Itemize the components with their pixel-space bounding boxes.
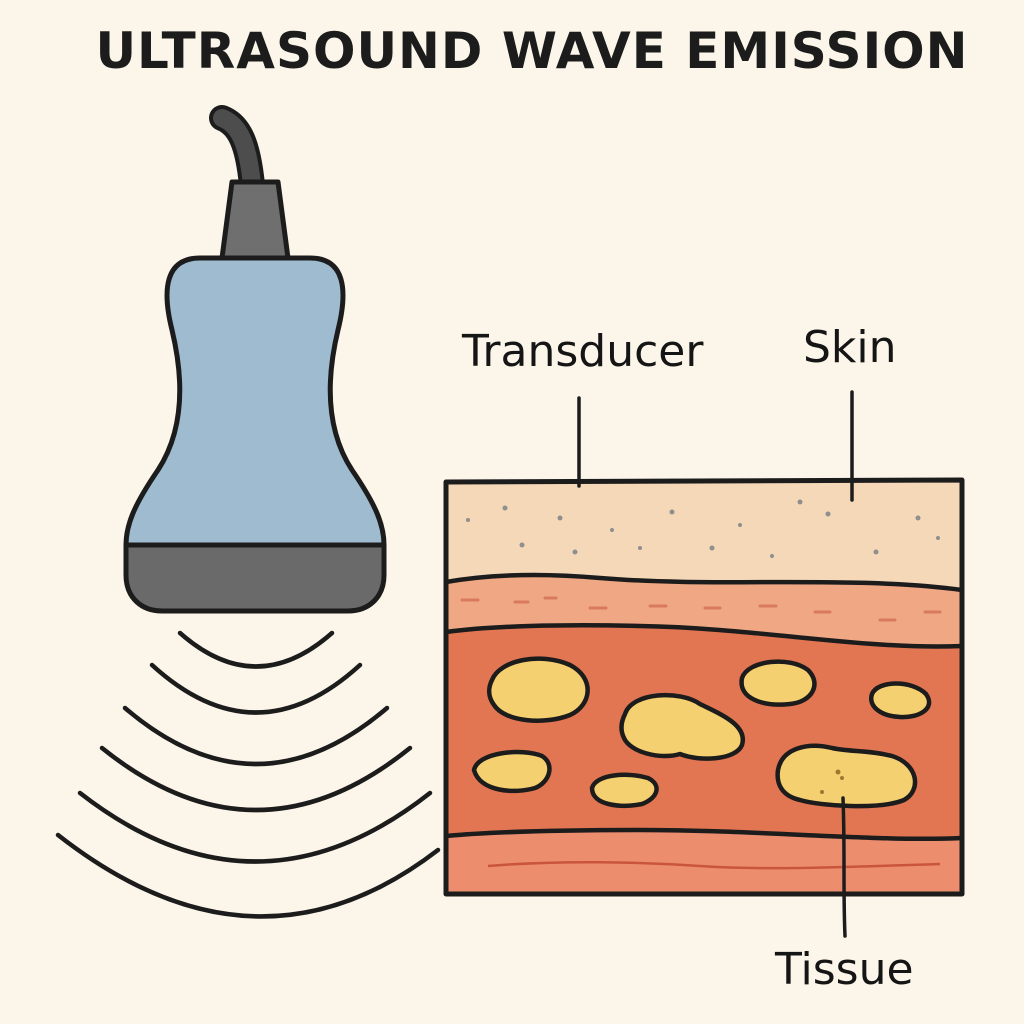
boundary-tissue-bottom (445, 827, 963, 842)
fat-globules (471, 656, 932, 809)
dermis-layer (446, 575, 962, 647)
transducer-label: Transducer (462, 326, 704, 377)
tissue-block-border (443, 477, 965, 897)
fat-globule-speckles (820, 769, 844, 794)
wave-arc-6 (55, 832, 441, 919)
wave-arc-2 (149, 662, 363, 715)
fat-globule (589, 772, 659, 808)
boundary-dermis-tissue (445, 623, 963, 649)
fat-globule (471, 749, 552, 794)
wave-arc-1 (177, 630, 335, 669)
tissue-leader-line (841, 796, 847, 938)
diagram-title: ULTRASOUND WAVE EMISSION (95, 22, 969, 80)
wave-arc-3 (122, 705, 390, 767)
skin-layer (446, 480, 962, 590)
fat-globule (739, 659, 817, 707)
probe-neck (219, 179, 291, 261)
probe-tip (123, 542, 387, 614)
dermis-dashes (460, 596, 942, 622)
bottom-layer-fiber (487, 860, 941, 870)
fat-globule (775, 743, 918, 809)
skin-label: Skin (803, 322, 897, 373)
wave-arc-5 (77, 790, 433, 864)
sound-wave-icon (55, 630, 441, 919)
fat-globule (619, 692, 746, 761)
probe-cable-fill (213, 109, 261, 194)
fat-globule (869, 681, 932, 720)
tissue-cross-section (443, 477, 965, 897)
boundary-skin-dermis (445, 572, 963, 593)
wave-arc-4 (99, 745, 413, 813)
tissue-label: Tissue (775, 944, 914, 995)
bottom-layer (446, 830, 962, 894)
fat-globule (487, 656, 590, 723)
skin-speckles (466, 499, 940, 558)
ultrasound-probe-icon (123, 255, 387, 548)
